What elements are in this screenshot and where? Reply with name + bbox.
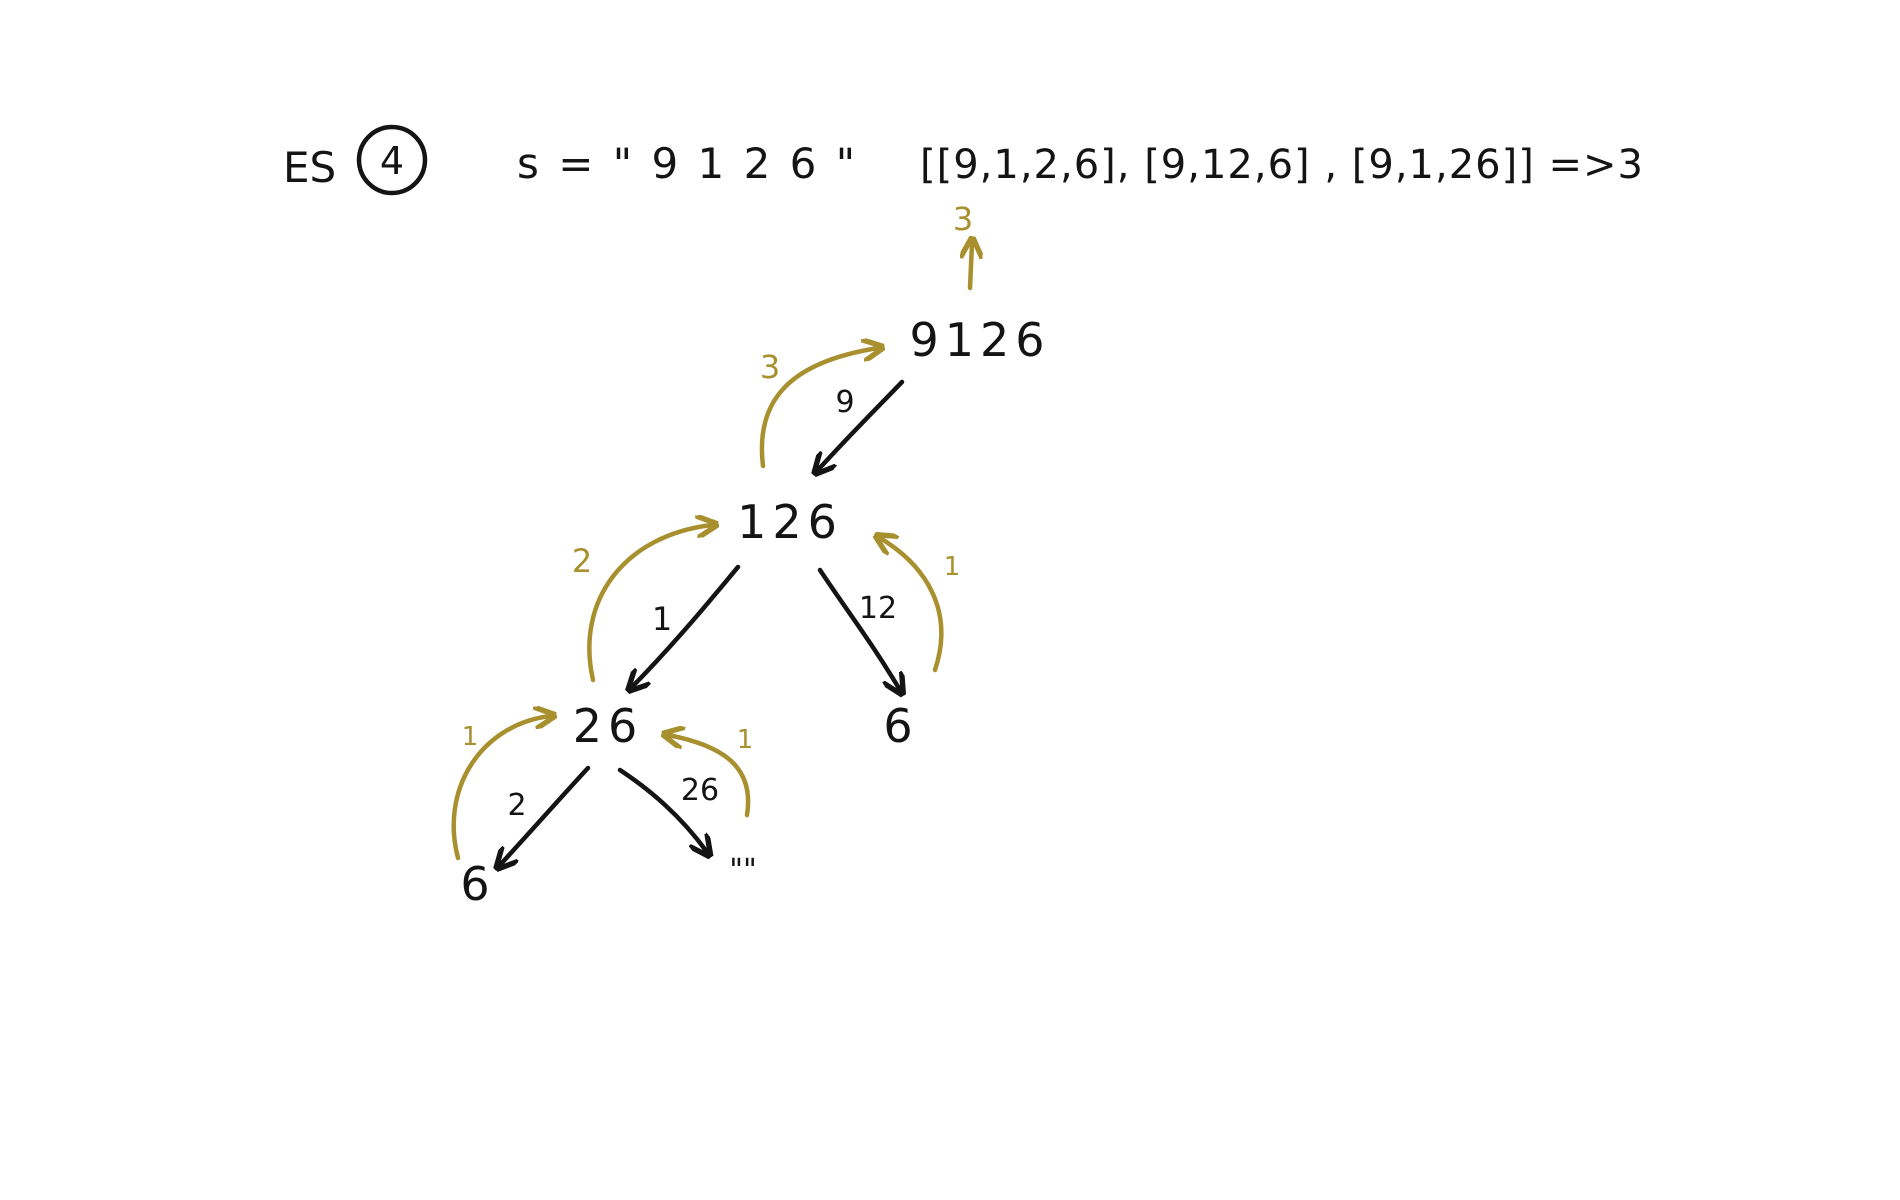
return-arc-6-left (451, 716, 550, 861)
return-value-26: 2 (572, 542, 592, 580)
edge-126-to-26 (632, 564, 741, 687)
example-number-circle (356, 124, 428, 196)
input-string: s = " 9 1 2 6 " (517, 139, 858, 188)
node-empty-string: "" (729, 853, 757, 888)
example-label: ES (283, 143, 336, 192)
node-26: 26 (573, 699, 644, 753)
return-value-6-left: 1 (462, 722, 479, 752)
node-6-right: 6 (883, 699, 912, 753)
return-value-126: 3 (760, 348, 780, 386)
node-6-left: 6 (460, 857, 489, 911)
return-value-empty: 1 (737, 725, 754, 755)
example-number: 4 (380, 139, 404, 183)
edge-label-12: 12 (859, 591, 897, 626)
return-arc-126 (759, 348, 878, 469)
node-126: 126 (737, 495, 843, 549)
edge-label-1: 1 (652, 600, 672, 638)
return-value-6-right: 1 (944, 552, 961, 582)
edge-label-26: 26 (681, 773, 719, 808)
node-9126: 9126 (909, 313, 1050, 367)
root-result-label: 3 (953, 200, 973, 238)
root-result-arrow (970, 243, 972, 291)
return-arc-6-right (880, 538, 944, 673)
decodings-list: [[9,1,2,6], [9,12,6] , [9,1,26]] =>3 (920, 142, 1644, 188)
edge-9126-to-126 (818, 379, 905, 470)
edge-26-to-6 (500, 765, 591, 865)
edge-26-to-empty (617, 767, 707, 852)
edge-label-9: 9 (835, 385, 854, 420)
edge-label-2: 2 (507, 788, 526, 823)
return-arc-26 (587, 525, 712, 683)
return-arc-empty (668, 735, 751, 818)
edge-126-to-6 (817, 567, 900, 690)
